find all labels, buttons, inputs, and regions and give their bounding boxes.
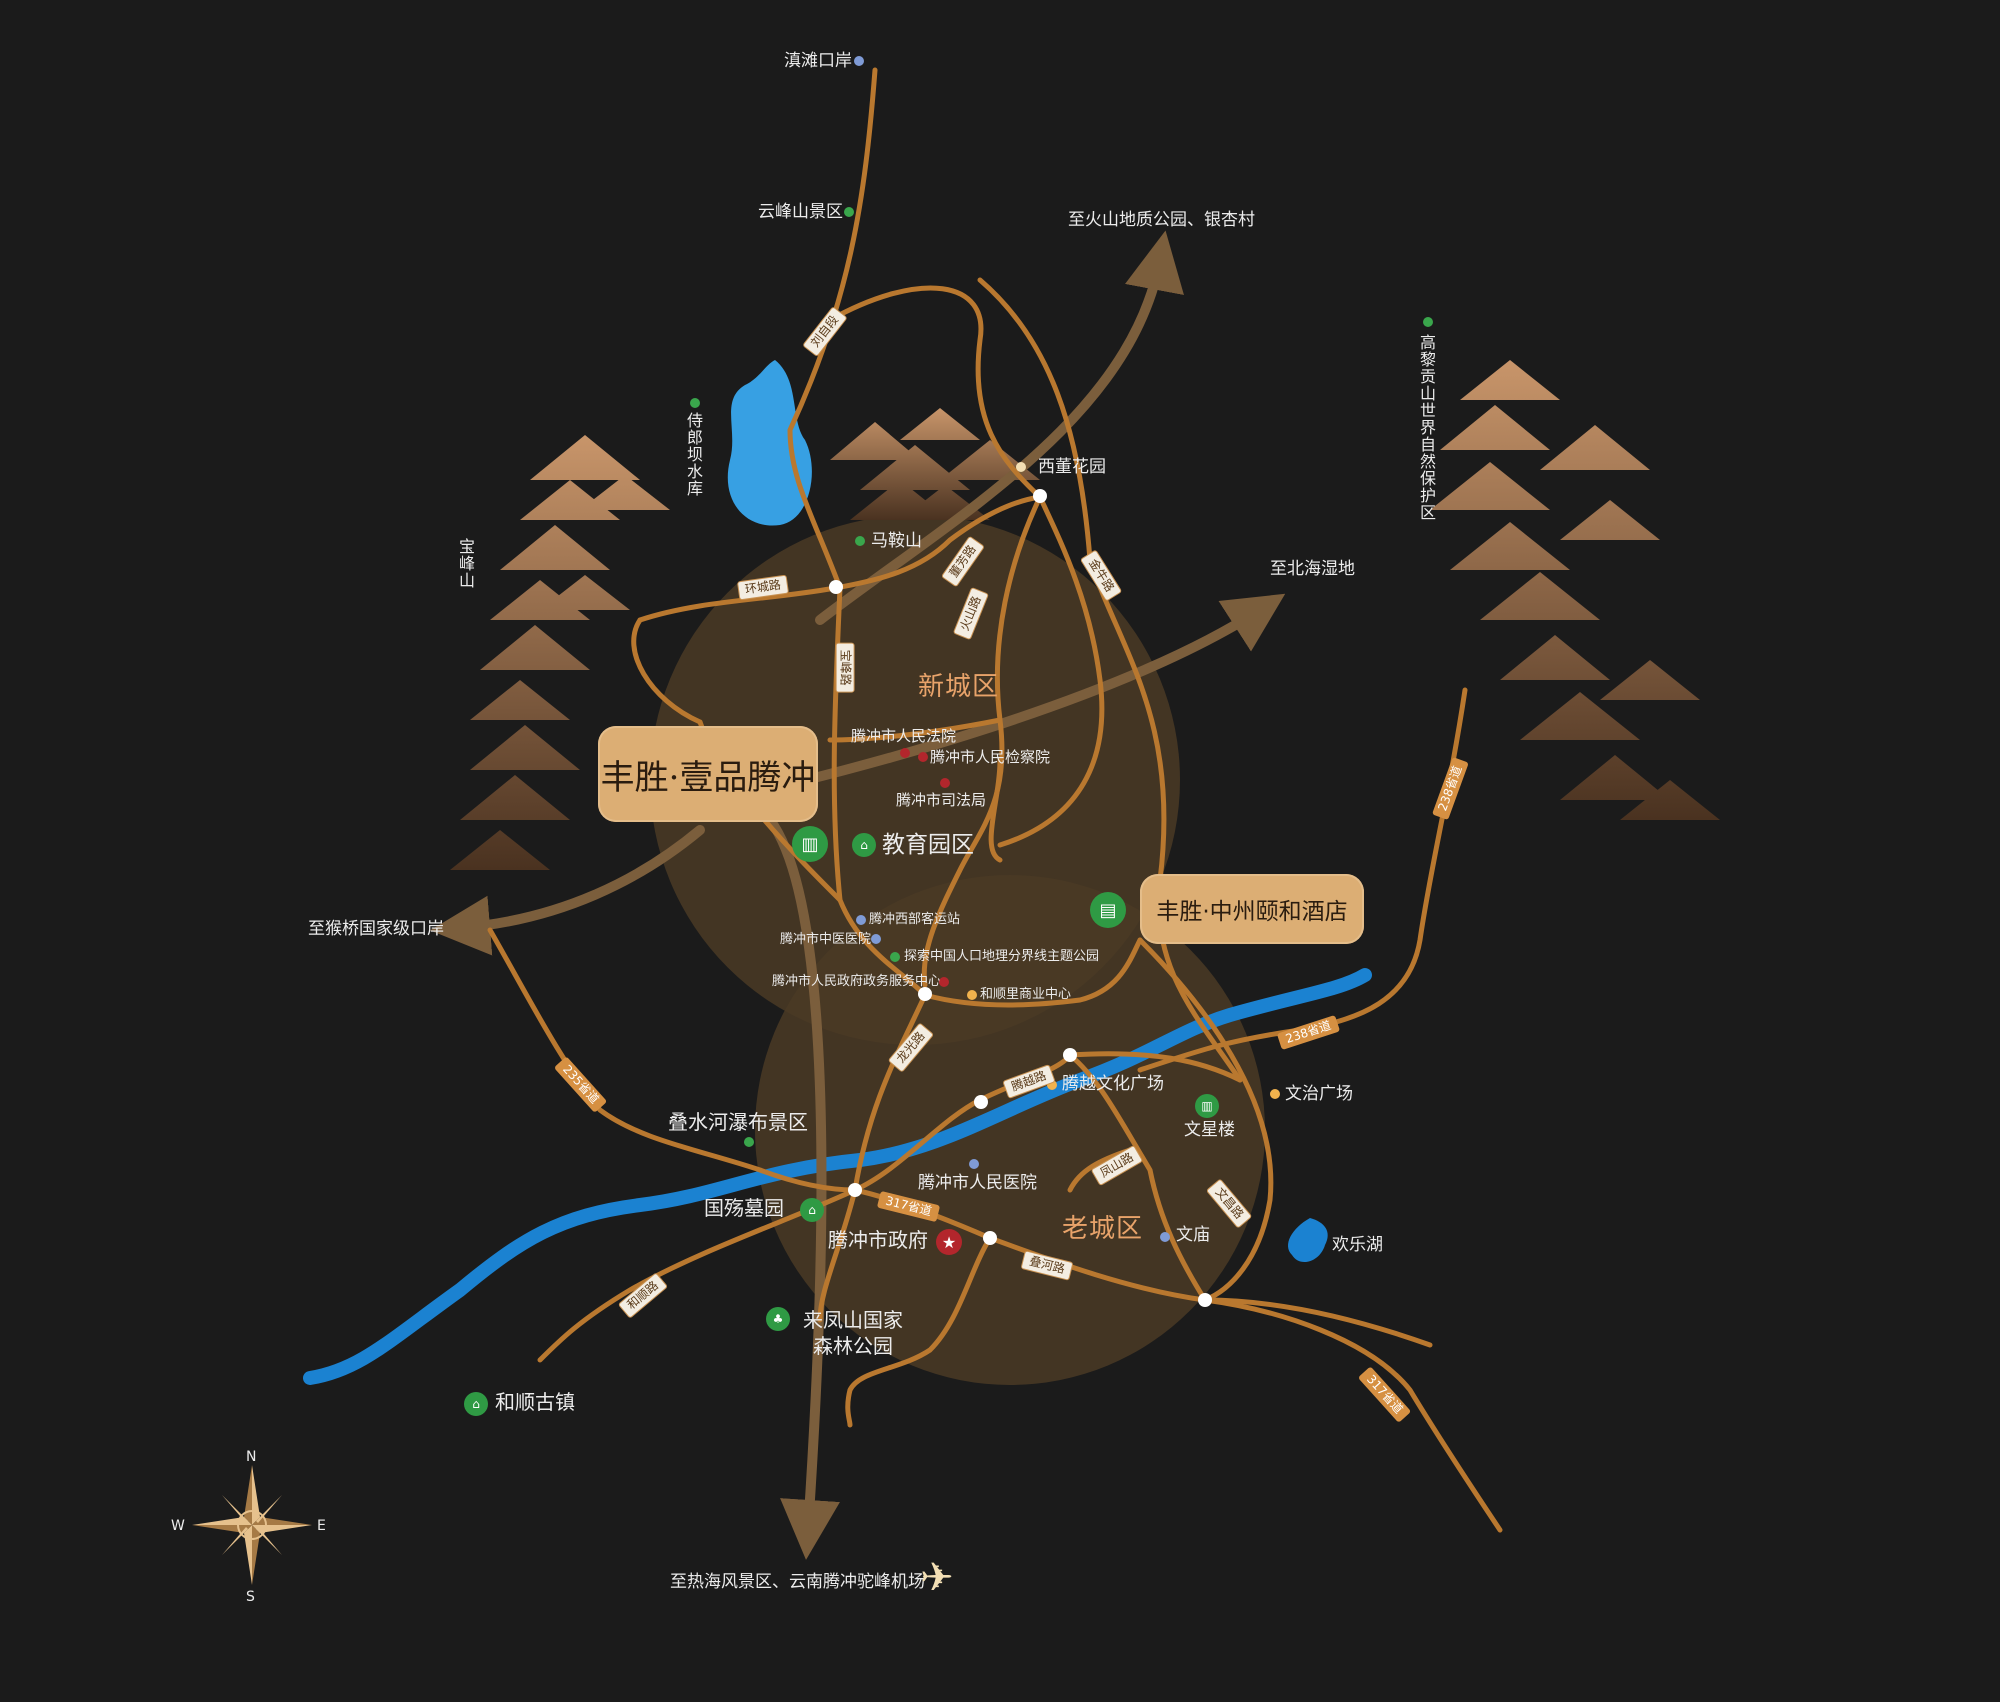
poi-court: 腾冲市人民法院 (851, 727, 957, 745)
poi-maan: 马鞍山 (871, 531, 922, 551)
hotel-icon: ▤ (1090, 892, 1126, 928)
poi-edu: 教育园区 (882, 832, 974, 858)
poi-gov: 腾冲市政府 (828, 1228, 928, 1252)
intersection-node (848, 1183, 862, 1197)
memorial-icon: ⌂ (800, 1198, 824, 1222)
poi-laifeng: 来凤山国家森林公园 (803, 1308, 903, 1358)
huanle-lake (1288, 1218, 1328, 1263)
poi-dot (940, 778, 950, 788)
poi-heshun-town: 和顺古镇 (495, 1390, 575, 1414)
ancient-town-icon: ⌂ (464, 1392, 488, 1416)
poi-wenzhi: 文治广场 (1285, 1084, 1353, 1104)
compass-east: E (317, 1518, 326, 1534)
poi-dieshui: 叠水河瀑布景区 (668, 1110, 808, 1134)
poi-beihai: 至北海湿地 (1270, 559, 1355, 579)
poi-guoshang: 国殇墓园 (704, 1196, 784, 1220)
poi-dot (854, 56, 864, 66)
poi-rehai: 至热海风景区、云南腾冲驼峰机场 (670, 1572, 925, 1592)
intersection-node (1033, 489, 1047, 503)
district-old: 老城区 (1062, 1214, 1144, 1244)
poi-dot (871, 934, 881, 944)
poi-dot (900, 748, 910, 758)
poi-dot (844, 207, 854, 217)
poi-heshun-biz: 和顺里商业中心 (980, 987, 1072, 1002)
poi-dot (939, 977, 949, 987)
school-icon: ▥ (792, 826, 828, 862)
poi-tcm: 腾冲市中医医院 (780, 932, 872, 947)
project-badge[interactable]: 丰胜·壹品腾冲 (598, 726, 818, 822)
poi-wenmiao: 文庙 (1176, 1225, 1210, 1245)
poi-baofeng: 宝峰山 (458, 537, 475, 590)
compass-rose-icon (192, 1465, 312, 1585)
intersection-node (829, 580, 843, 594)
shilang-reservoir (727, 360, 812, 526)
poi-volcano: 至火山地质公园、银杏村 (1068, 210, 1255, 230)
poi-dot (918, 752, 928, 762)
poi-wenxing: 文星楼 (1184, 1120, 1235, 1140)
intersection-node (1198, 1293, 1212, 1307)
poi-shilang: 侍郎坝水库 (686, 411, 703, 498)
poi-dot (1423, 317, 1433, 327)
poi-hospital: 腾冲市人民医院 (918, 1173, 1037, 1193)
poi-heritage-park: 探索中国人口地理分界线主题公园 (904, 949, 1100, 964)
intersection-node (974, 1095, 988, 1109)
compass-west: W (171, 1518, 185, 1534)
compass-north: N (246, 1449, 257, 1465)
roads (487, 67, 1503, 1533)
poi-dot (744, 1137, 754, 1147)
river (303, 968, 1372, 1385)
poi-dot (1016, 462, 1026, 472)
poi-huanle: 欢乐湖 (1332, 1235, 1383, 1255)
poi-xidong: 西董花园 (1038, 457, 1106, 477)
poi-yunfeng: 云峰山景区 (758, 202, 843, 222)
intersection-node (983, 1231, 997, 1245)
poi-tengyue-plaza: 腾越文化广场 (1062, 1074, 1164, 1094)
old-district-circle (755, 875, 1265, 1385)
poi-dot (690, 398, 700, 408)
poi-justice: 腾冲市司法局 (896, 791, 987, 809)
intersection-node (918, 987, 932, 1001)
poi-dot (1270, 1089, 1280, 1099)
forest-icon: ♣ (766, 1307, 790, 1331)
compass-south: S (246, 1589, 255, 1605)
poi-houqiao: 至猴桥国家级口岸 (308, 919, 444, 939)
intersection-node (1063, 1048, 1077, 1062)
hotel-badge[interactable]: 丰胜·中州颐和酒店 (1140, 874, 1364, 944)
education-icon: ⌂ (852, 833, 876, 857)
poi-procuratorate: 腾冲市人民检察院 (930, 748, 1051, 766)
road-tag: 宝峰路 (835, 642, 855, 693)
district-new: 新城区 (918, 672, 1000, 702)
poi-dianlan: 滇滩口岸 (784, 51, 852, 71)
government-star-icon: ★ (936, 1229, 962, 1255)
poi-gaoligong: 高黎贡山世界自然保护区 (1419, 333, 1436, 522)
poi-dot (855, 536, 865, 546)
airplane-icon: ✈ (920, 1555, 954, 1601)
poi-gov-center: 腾冲市人民政府政务服务中心 (772, 974, 942, 989)
mountains (450, 360, 1720, 870)
poi-dot (967, 990, 977, 1000)
tower-icon: ▥ (1195, 1094, 1219, 1118)
poi-dot (856, 915, 866, 925)
poi-dot (890, 952, 900, 962)
poi-dot (1047, 1080, 1057, 1090)
poi-dot (1160, 1232, 1170, 1242)
poi-dot (969, 1159, 979, 1169)
poi-west-bus: 腾冲西部客运站 (869, 912, 961, 927)
